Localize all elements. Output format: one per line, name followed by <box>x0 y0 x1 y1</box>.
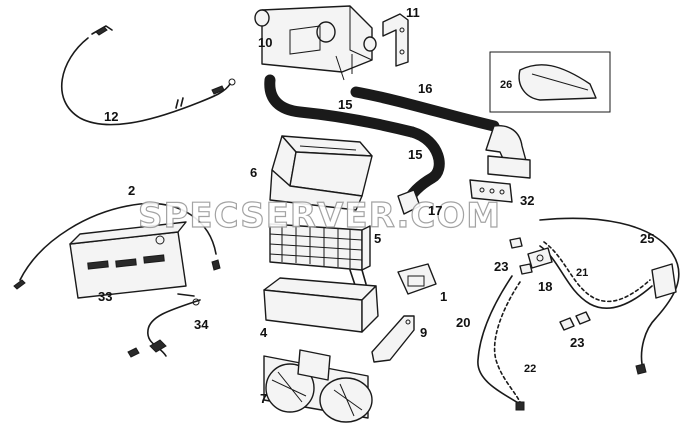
part-32-connector-block <box>469 179 513 203</box>
part-23-fittings <box>509 237 591 331</box>
part-17-duct-nozzle <box>397 189 421 215</box>
callout-2: 2 <box>128 183 136 198</box>
callout-21: 21 <box>576 267 589 279</box>
callout-23-upper: 23 <box>494 259 509 274</box>
callout-25: 25 <box>640 231 655 246</box>
part-22-hose <box>493 281 525 411</box>
part-18-valve <box>527 247 553 269</box>
part-2-cable <box>13 202 221 290</box>
callout-4: 4 <box>260 325 268 340</box>
callout-34: 34 <box>194 317 209 332</box>
callout-15-lower: 15 <box>408 147 423 162</box>
part-16-duct-hose <box>350 86 500 132</box>
part-25-cable <box>539 217 680 375</box>
callout-26: 26 <box>500 79 513 91</box>
part-7-blower-fan <box>263 349 373 423</box>
callout-6: 6 <box>250 165 258 180</box>
callout-16: 16 <box>418 81 433 96</box>
part-26-vent-detail <box>489 51 611 113</box>
part-9-bracket <box>371 315 415 363</box>
callout-9: 9 <box>420 325 428 340</box>
duct-elbow <box>485 125 531 179</box>
part-5-heater-core <box>269 223 371 289</box>
callout-20: 20 <box>456 315 471 330</box>
callout-5: 5 <box>374 231 382 246</box>
part-6-air-intake <box>269 135 373 211</box>
watermark-text: SPECSERVER.COM <box>137 195 502 236</box>
part-1-outlet-nozzle <box>397 263 437 295</box>
part-15-duct-hose-upper <box>264 74 418 138</box>
part-11-bracket <box>382 13 409 67</box>
callout-17: 17 <box>428 203 443 218</box>
part-4-case-tray <box>263 277 379 333</box>
callout-15-upper: 15 <box>338 97 353 112</box>
callout-32: 32 <box>520 193 535 208</box>
callout-23-lower: 23 <box>570 335 585 350</box>
callout-7: 7 <box>260 391 268 406</box>
part-21-hose <box>539 241 653 309</box>
callout-10: 10 <box>258 35 273 50</box>
part-12-control-cable <box>61 25 236 126</box>
part-34-wiring-harness <box>127 298 201 358</box>
part-33-control-panel <box>69 221 195 299</box>
callout-18: 18 <box>538 279 553 294</box>
callout-33: 33 <box>98 289 113 304</box>
part-20-hose <box>477 275 521 405</box>
callout-22: 22 <box>524 363 537 375</box>
callout-12: 12 <box>104 109 119 124</box>
part-10-heater-box <box>254 5 377 81</box>
callout-1: 1 <box>440 289 448 304</box>
callout-11: 11 <box>406 5 420 20</box>
